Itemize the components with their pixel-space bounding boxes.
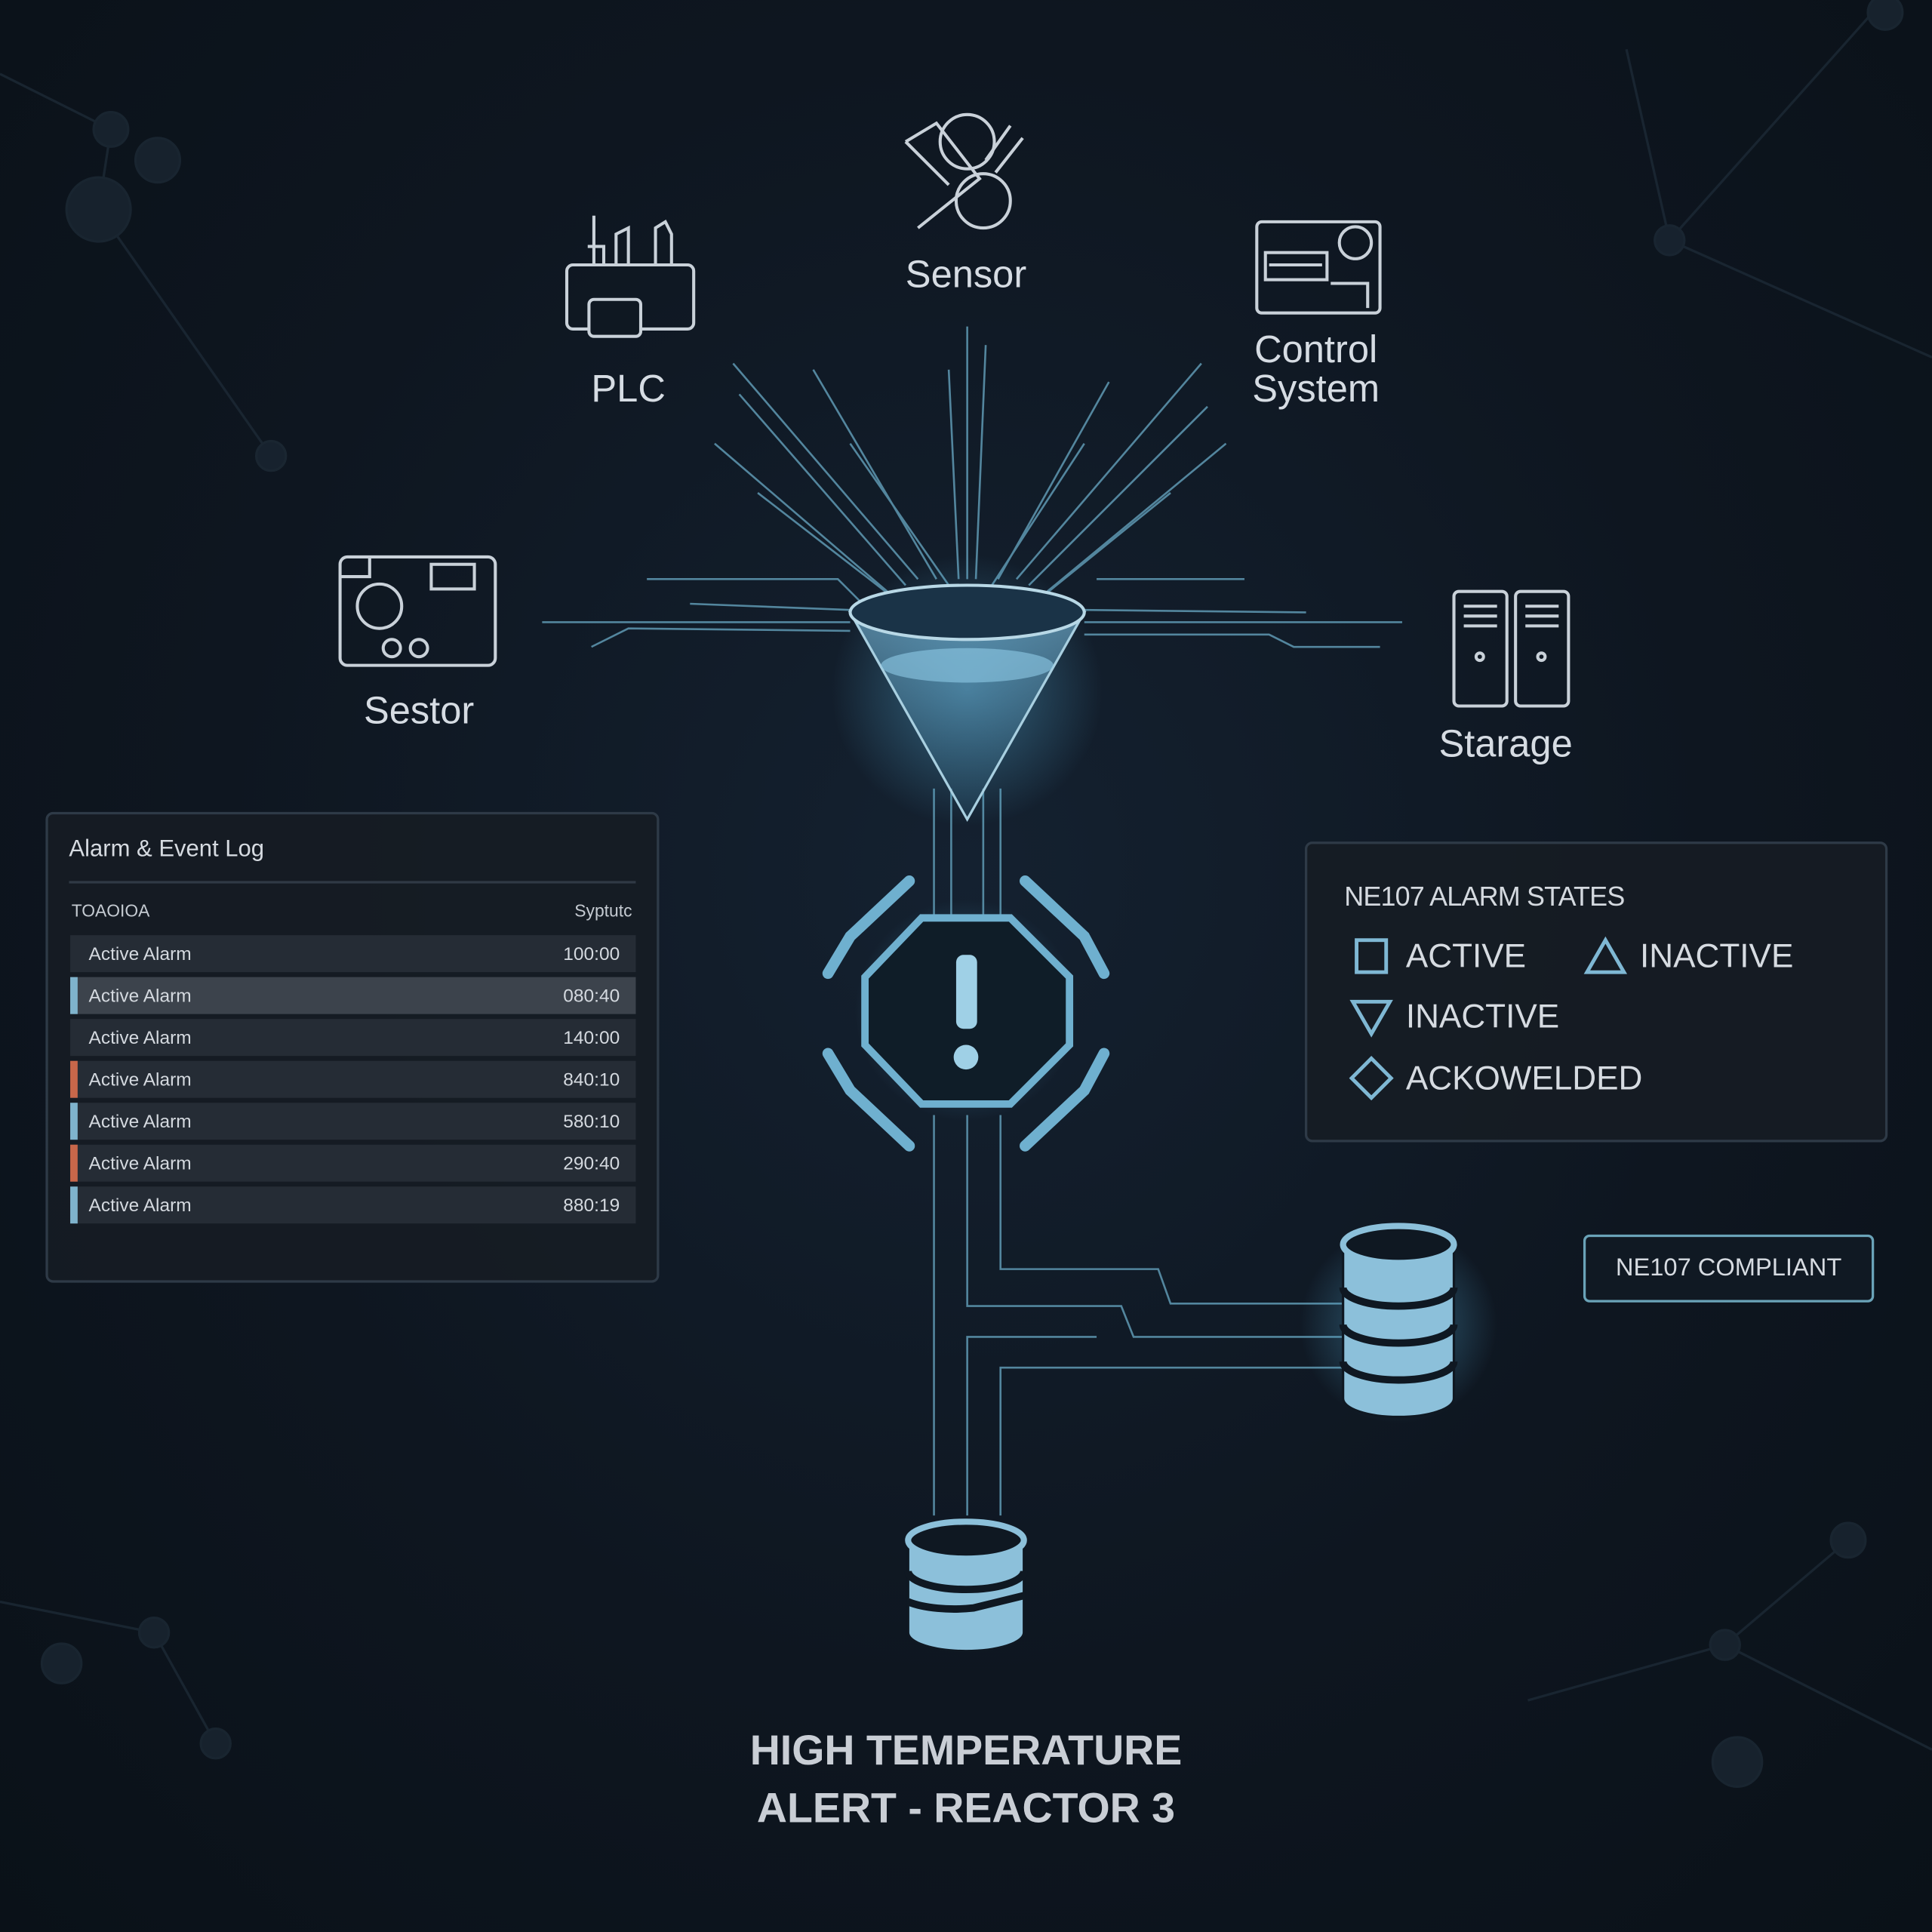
alarm-label: Active Alarm bbox=[88, 1026, 192, 1048]
alarm-log-row[interactable]: Active Alarm 290:40 bbox=[70, 1144, 636, 1182]
alarm-log-row[interactable]: Active Alarm 140:00 bbox=[70, 1019, 636, 1057]
state-inactive: INACTIVE bbox=[1583, 934, 1793, 979]
triangle-down-icon bbox=[1349, 999, 1393, 1038]
ne107-compliant-badge: NE107 COMPLIANT bbox=[1583, 1234, 1875, 1303]
database-icon-right bbox=[1300, 1223, 1497, 1423]
sensor-icon bbox=[904, 112, 1024, 230]
control-system-label-line2: System bbox=[1252, 367, 1380, 411]
database-icon-bottom bbox=[904, 1518, 1028, 1653]
severity-marker bbox=[70, 977, 78, 1014]
state-label: ACTIVE bbox=[1405, 937, 1527, 974]
severity-marker bbox=[70, 1060, 78, 1098]
alarm-value: 100:00 bbox=[563, 943, 620, 964]
alarm-value: 580:10 bbox=[563, 1110, 620, 1132]
column-header[interactable]: TOAOIOA bbox=[71, 900, 150, 921]
plc-label: PLC bbox=[591, 367, 666, 411]
column-header[interactable]: Syptutc bbox=[574, 900, 632, 921]
alarm-event-log-panel: Alarm & Event Log TOAOIOA Syptutc Active… bbox=[45, 811, 660, 1283]
storage-label: Starage bbox=[1438, 721, 1573, 765]
data-flow-lines bbox=[542, 326, 1402, 1516]
ne107-alarm-states-panel: NE107 ALARM STATES ACTIVE INACTIVE INACT… bbox=[1304, 841, 1888, 1143]
state-label: INACTIVE bbox=[1405, 997, 1560, 1035]
alarm-label: Active Alarm bbox=[88, 943, 192, 964]
square-icon bbox=[1355, 938, 1389, 974]
alarm-label: Active Alarm bbox=[88, 1152, 192, 1174]
severity-marker bbox=[70, 1144, 78, 1182]
control-system-icon bbox=[1255, 220, 1382, 315]
alarm-value: 080:40 bbox=[563, 985, 620, 1007]
plc-icon bbox=[565, 215, 696, 338]
alert-title-line2: ALERT - REACTOR 3 bbox=[756, 1785, 1176, 1832]
severity-marker bbox=[70, 1186, 78, 1224]
state-label: ACKOWELDED bbox=[1405, 1059, 1643, 1097]
sestor-icon bbox=[338, 555, 497, 667]
alarm-label: Active Alarm bbox=[88, 1194, 192, 1216]
funnel-icon bbox=[832, 554, 1103, 826]
alarm-label: Active Alarm bbox=[88, 985, 192, 1007]
state-active: ACTIVE bbox=[1349, 934, 1526, 979]
control-system-label-line1: Control bbox=[1254, 328, 1378, 371]
alarm-log-row[interactable]: Active Alarm 100:00 bbox=[70, 935, 636, 973]
alarm-log-row[interactable]: Active Alarm 580:10 bbox=[70, 1103, 636, 1140]
alarm-log-row[interactable]: Active Alarm 840:10 bbox=[70, 1060, 636, 1098]
severity-marker bbox=[70, 1103, 78, 1140]
storage-icon bbox=[1452, 589, 1571, 708]
alarm-log-header: TOAOIOA Syptutc bbox=[72, 900, 632, 920]
alarm-warning-icon bbox=[822, 875, 1110, 1152]
alarm-label: Active Alarm bbox=[88, 1069, 192, 1091]
diamond-icon bbox=[1349, 1056, 1394, 1100]
triangle-up-icon bbox=[1583, 936, 1628, 974]
alarm-log-row[interactable]: Active Alarm 880:19 bbox=[70, 1186, 636, 1224]
sestor-label: Sestor bbox=[363, 688, 475, 732]
alarm-value: 290:40 bbox=[563, 1152, 620, 1174]
divider bbox=[69, 881, 636, 884]
alarm-log-row[interactable]: Active Alarm 080:40 bbox=[70, 977, 636, 1014]
alert-title: HIGH TEMPERATURE ALERT - REACTOR 3 bbox=[750, 1722, 1183, 1838]
state-label: INACTIVE bbox=[1640, 937, 1794, 974]
alarm-value: 140:00 bbox=[563, 1026, 620, 1048]
sensor-label: Sensor bbox=[905, 252, 1027, 296]
control-system-label: Control System bbox=[1252, 328, 1380, 411]
alarm-log-title: Alarm & Event Log bbox=[69, 836, 265, 863]
state-acknowledged: ACKOWELDED bbox=[1349, 1056, 1643, 1100]
alarm-value: 880:19 bbox=[563, 1194, 620, 1216]
alert-title-line1: HIGH TEMPERATURE bbox=[749, 1727, 1183, 1775]
state-inactive: INACTIVE bbox=[1349, 995, 1559, 1039]
background-network bbox=[0, 0, 1932, 1788]
alarm-label: Active Alarm bbox=[88, 1110, 192, 1132]
alarm-value: 840:10 bbox=[563, 1069, 620, 1091]
ne107-title: NE107 ALARM STATES bbox=[1344, 881, 1625, 912]
